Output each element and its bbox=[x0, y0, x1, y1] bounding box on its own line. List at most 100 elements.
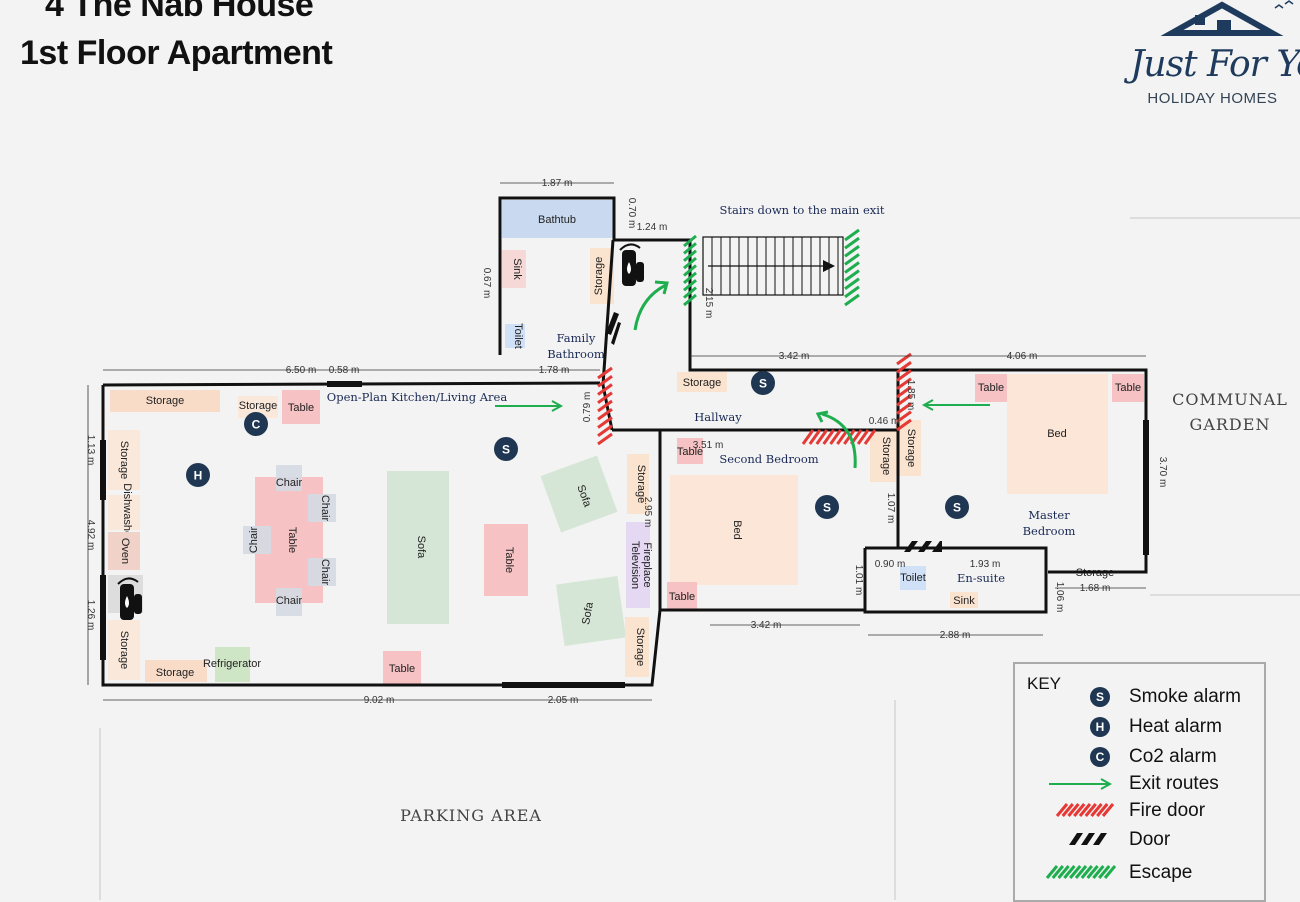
storage-label: Storage bbox=[635, 465, 647, 504]
svg-text:2.05 m: 2.05 m bbox=[548, 695, 579, 706]
svg-text:0.46 m: 0.46 m bbox=[869, 416, 900, 427]
refrigerator bbox=[215, 647, 250, 682]
exit-arrow-icon bbox=[921, 399, 934, 411]
smoke-alarm-icon: S bbox=[1090, 687, 1110, 707]
door-stripe bbox=[1069, 833, 1083, 845]
oven-label: Oven bbox=[119, 538, 131, 564]
kitchen-storage-small bbox=[238, 396, 278, 418]
family-bathroom-label-1: Family bbox=[557, 331, 596, 345]
svg-text:0.90 m: 0.90 m bbox=[875, 559, 906, 570]
door-icon bbox=[606, 312, 619, 335]
television-label: Television bbox=[629, 541, 641, 589]
hatch-line bbox=[1084, 803, 1097, 817]
fire-door-icon bbox=[1055, 803, 1115, 817]
svg-text:1.87 m: 1.87 m bbox=[542, 178, 573, 189]
ensuite-sink bbox=[950, 592, 978, 608]
svg-text:3.42 m: 3.42 m bbox=[751, 620, 782, 631]
hatch-line bbox=[683, 249, 697, 262]
hatch-line bbox=[896, 402, 912, 415]
svg-text:1.13 m: 1.13 m bbox=[85, 435, 96, 466]
hatch-line bbox=[1074, 865, 1088, 879]
hatch-line bbox=[801, 429, 815, 445]
bed-label: Bed bbox=[1047, 428, 1067, 440]
fire-door-kitchen bbox=[597, 366, 613, 446]
legend-row-exit: Exit routes bbox=[1015, 771, 1265, 797]
svg-text:4.92 m: 4.92 m bbox=[85, 520, 96, 551]
kitchen-label: Open-Plan Kitchen/Living Area bbox=[327, 390, 508, 404]
master-bedroom-label-1: Master bbox=[1028, 508, 1070, 522]
door-icon bbox=[611, 322, 621, 345]
table-label: Table bbox=[1115, 382, 1141, 394]
hallway-storage bbox=[677, 372, 727, 392]
ensuite-toilet bbox=[900, 566, 926, 590]
second-bedroom-label: Second Bedroom bbox=[719, 452, 818, 466]
kitchen-table-small bbox=[282, 390, 320, 424]
communal-garden-label-1: COMMUNAL bbox=[1172, 390, 1288, 409]
escape-icon bbox=[1045, 865, 1117, 879]
chair-label: Chair bbox=[248, 527, 260, 554]
fireplace-television bbox=[626, 522, 650, 608]
legend-row-heat: H Heat alarm bbox=[1015, 714, 1265, 740]
door-icon bbox=[918, 541, 932, 552]
storage-label: Storage bbox=[146, 395, 185, 407]
sofa-chair-lower bbox=[555, 575, 627, 647]
refrigerator-label: Refrigerator bbox=[203, 658, 261, 670]
svg-text:1.24 m: 1.24 m bbox=[637, 222, 668, 233]
svg-text:S: S bbox=[823, 501, 831, 515]
bathtub bbox=[502, 200, 614, 238]
stairs-label: Stairs down to the main exit bbox=[719, 203, 884, 217]
legend-row-door: Door bbox=[1015, 827, 1265, 853]
hatch-line bbox=[815, 429, 828, 445]
dimension-labels: 1.87 m 0.70 m 1.24 m 6.50 m 0.58 m 1.78 … bbox=[85, 178, 1168, 706]
svg-text:2.15 m: 2.15 m bbox=[703, 288, 714, 319]
legend-label-smoke: Smoke alarm bbox=[1129, 686, 1241, 707]
svg-text:4.06 m: 4.06 m bbox=[1007, 351, 1038, 362]
door-icon bbox=[932, 541, 942, 552]
master-table bbox=[1112, 374, 1144, 402]
door-stripe bbox=[1081, 833, 1095, 845]
svg-text:1.01 m: 1.01 m bbox=[853, 565, 864, 596]
legend-label-co2: Co2 alarm bbox=[1129, 746, 1217, 767]
svg-text:1.26 m: 1.26 m bbox=[85, 600, 96, 631]
storage-label: Storage bbox=[634, 628, 646, 667]
svg-text:S: S bbox=[502, 443, 510, 457]
hatch-line bbox=[1055, 803, 1069, 817]
hatch-line bbox=[597, 416, 613, 429]
svg-text:3.51 m: 3.51 m bbox=[693, 440, 724, 451]
storage-label: Storage bbox=[683, 377, 722, 389]
hatch-line bbox=[683, 286, 697, 299]
legend-label-heat: Heat alarm bbox=[1129, 716, 1222, 737]
legend-key: KEY S Smoke alarm H Heat alarm C Co2 ala… bbox=[1013, 662, 1266, 902]
bedside-table bbox=[667, 582, 697, 610]
table-label: Table bbox=[978, 382, 1004, 394]
storage-label: Storage bbox=[905, 429, 917, 468]
brand-subtitle: HOLIDAY HOMES bbox=[1147, 90, 1278, 107]
smoke-alarm-icon: S bbox=[945, 495, 969, 519]
master-bedroom-label-2: Bedroom bbox=[1023, 524, 1076, 538]
sofa-label: Sofa bbox=[415, 536, 427, 560]
svg-text:1.68 m: 1.68 m bbox=[1080, 583, 1111, 594]
co2-alarm-icon: C bbox=[244, 412, 268, 436]
hatch-line bbox=[597, 408, 613, 421]
chair bbox=[308, 494, 336, 522]
storage-label: Storage bbox=[593, 257, 605, 296]
brand-name: Just For You bbox=[1130, 44, 1300, 85]
hatch-line bbox=[896, 369, 912, 382]
fireplace-label: Fireplace bbox=[641, 542, 653, 587]
doors bbox=[606, 312, 942, 552]
page-title-line1: 4 The Nab House bbox=[45, 0, 314, 24]
hatch-line bbox=[844, 228, 860, 242]
chair-label: Chair bbox=[319, 495, 331, 522]
svg-text:S: S bbox=[953, 501, 961, 515]
legend-row-escape: Escape bbox=[1015, 860, 1265, 886]
hatch-line bbox=[683, 242, 697, 255]
hatch-line bbox=[844, 245, 860, 258]
hatch-line bbox=[1080, 865, 1093, 879]
hatch-line bbox=[1073, 803, 1086, 817]
table-label: Table bbox=[389, 663, 415, 675]
door-icon bbox=[1069, 833, 1107, 845]
table-label: Table bbox=[669, 591, 695, 603]
hatch-line bbox=[896, 361, 912, 374]
table-label: Table bbox=[288, 402, 314, 414]
